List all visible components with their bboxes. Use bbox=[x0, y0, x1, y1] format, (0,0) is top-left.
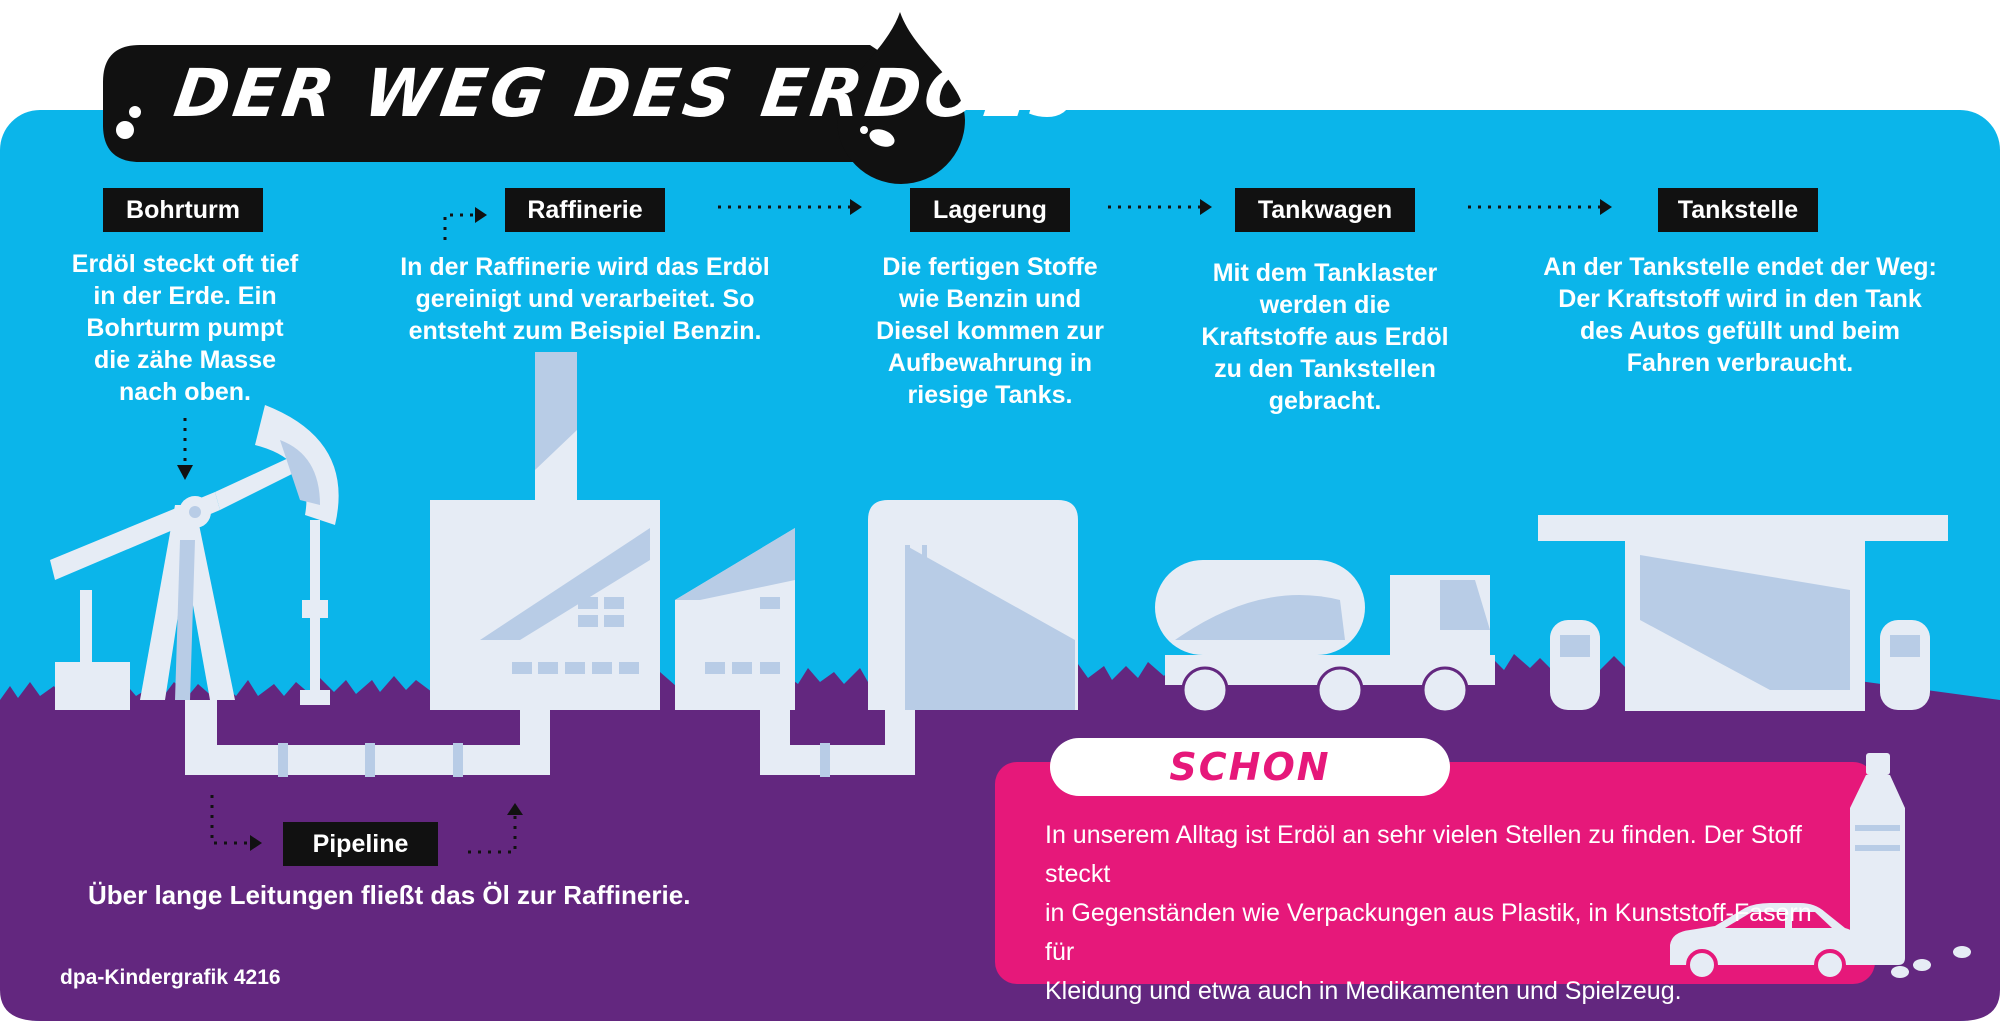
credit: dpa-Kindergrafik 4216 bbox=[60, 966, 281, 989]
fact-box bbox=[995, 762, 1875, 984]
pipeline-text: Über lange Leitungen fließt das Öl zur R… bbox=[88, 880, 691, 910]
pipeline-label: Pipeline bbox=[283, 822, 438, 866]
stage-label-tankwagen: Tankwagen bbox=[1235, 188, 1415, 232]
fact-title-pill bbox=[1050, 738, 1450, 796]
arrowheads bbox=[177, 199, 1612, 851]
pipe-joints bbox=[278, 743, 830, 777]
fact-text: In unserem Alltag ist Erdöl an sehr viel… bbox=[1045, 821, 1812, 1005]
oil-drop-icon bbox=[837, 12, 965, 184]
car-icon bbox=[1670, 903, 1862, 981]
tanker-truck-icon bbox=[1155, 560, 1495, 714]
stage-text-raffinerie: In der Raffinerie wird das Erdöl gereini… bbox=[400, 253, 770, 345]
banner-dot bbox=[116, 121, 134, 139]
stage-text-tankstelle: An der Tankstelle endet der Weg: Der Kra… bbox=[1543, 253, 1937, 377]
fact-title: SCHON GEWUSST? bbox=[1126, 745, 1374, 847]
pumpjack-icon bbox=[50, 405, 339, 710]
bottle-icon bbox=[1850, 753, 1905, 965]
stage-text-bohrturm: Erdöl steckt oft tief in der Erde. Ein B… bbox=[71, 250, 299, 406]
stage-text-lagerung: Die fertigen Stoffe wie Benzin und Diese… bbox=[876, 253, 1104, 409]
page-title: DER WEG DES ERDÖLS bbox=[169, 55, 1088, 132]
stage-label-bohrturm: Bohrturm bbox=[103, 188, 263, 232]
title-banner bbox=[103, 45, 945, 162]
stage-text-tankwagen: Mit dem Tanklaster werden die Kraftstoff… bbox=[1201, 259, 1449, 415]
stage-label-raffinerie: Raffinerie bbox=[505, 188, 665, 232]
arrow-icon bbox=[183, 205, 1600, 854]
stage-label-tankstelle: Tankstelle bbox=[1658, 188, 1818, 232]
gas-station-icon bbox=[1538, 515, 1948, 711]
stage-label-lagerung: Lagerung bbox=[910, 188, 1070, 232]
refinery-icon bbox=[430, 352, 795, 710]
storage-tank-icon bbox=[868, 500, 1078, 710]
banner-dot bbox=[129, 106, 141, 118]
